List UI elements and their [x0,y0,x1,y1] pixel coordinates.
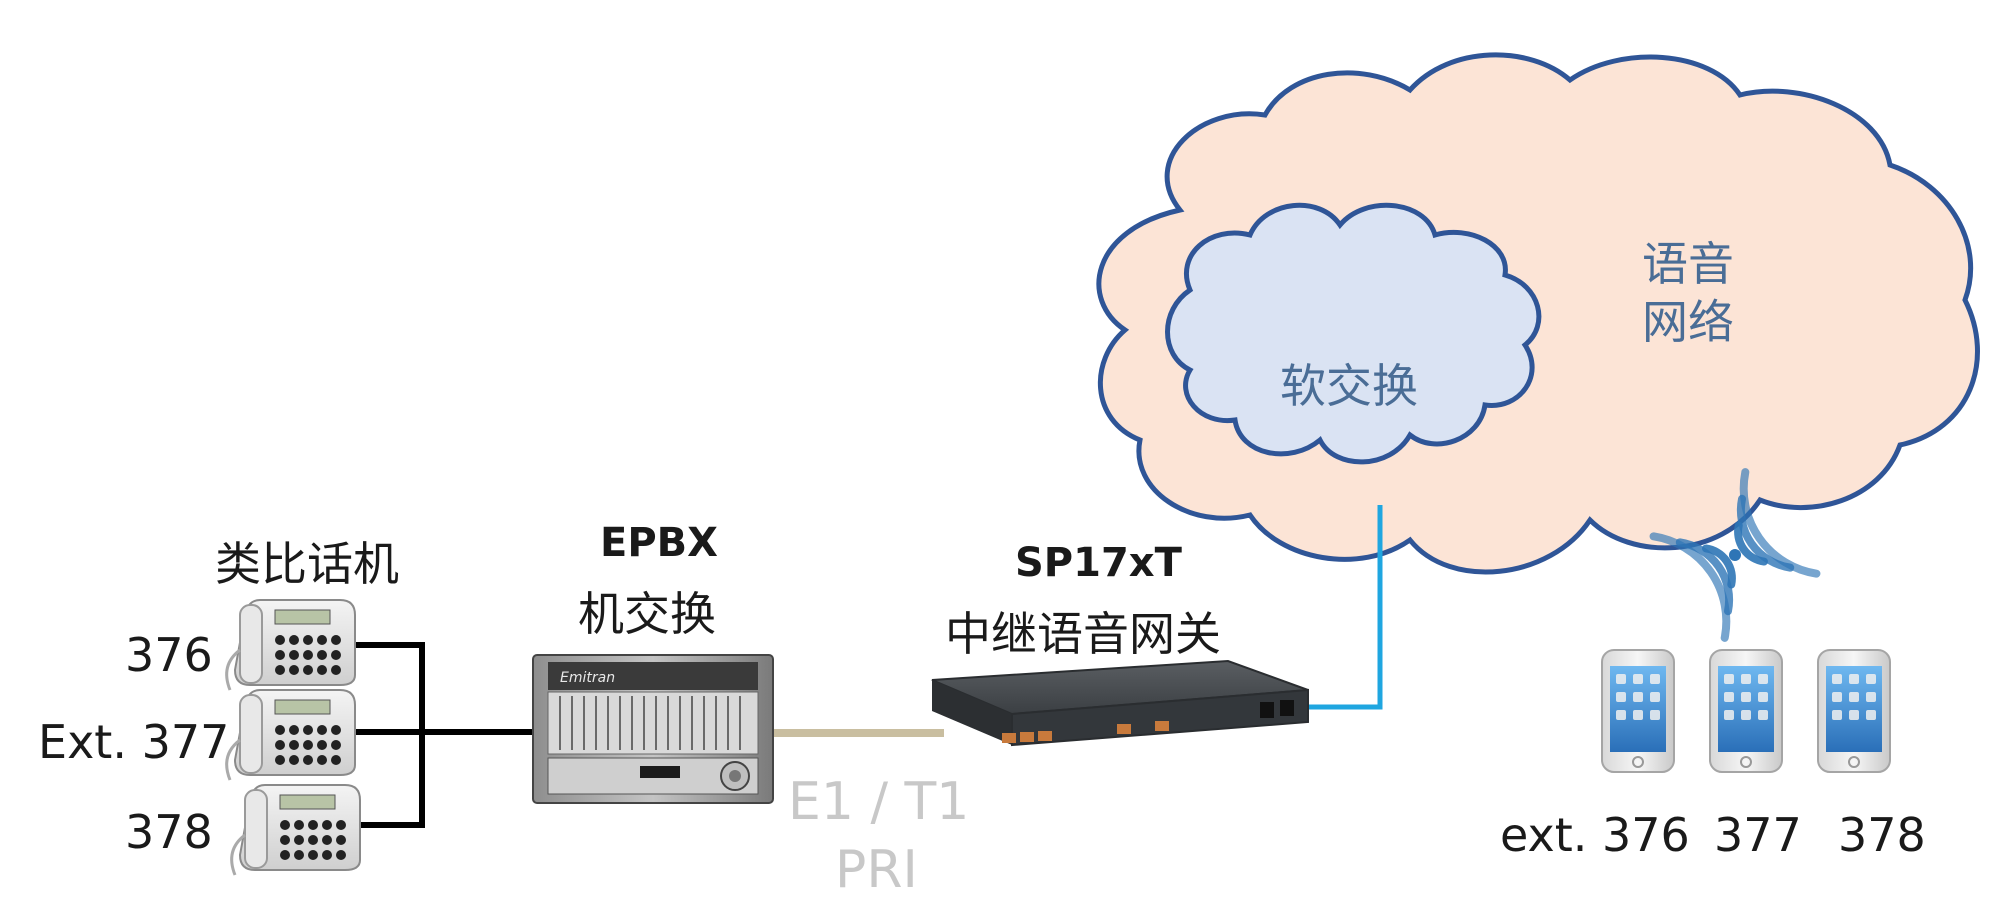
voice-network-label-line1: 语音 [1642,237,1734,291]
smartphone-icon [1709,649,1783,773]
epbx-title: EPBX [600,520,718,566]
mobile-extension-377-label: 377 [1714,808,1802,862]
pbx-cabinet-icon: Emitran [532,654,774,804]
extension-377-label: Ext. 377 [38,715,230,769]
phone-wiring [345,642,535,828]
softswitch-label: 软交换 [1280,359,1418,413]
extension-376-label: 376 [125,628,213,682]
mobile-phones [1601,649,1891,773]
gateway-model-label: SP17xT [1015,540,1182,586]
wifi-signal-icon [1649,468,1821,642]
connections [345,505,1383,828]
analog-phones [225,599,361,876]
extension-378-label: 378 [125,805,213,859]
smartphone-icon [1601,649,1675,773]
desk-phone-icon [225,689,356,781]
cloud-icon [1165,202,1542,465]
epbx-subtitle: 机交换 [578,587,716,641]
mobile-extension-376-label: ext. 376 [1500,808,1690,862]
analog-phones-label: 类比话机 [215,537,399,591]
trunk-protocol-label: PRI [835,840,918,900]
gateway-device-icon [931,659,1309,747]
desk-phone-icon [225,599,356,691]
mobile-extension-378-label: 378 [1838,808,1926,862]
trunk-type-label: E1 / T1 [788,772,970,832]
desk-phone-icon [230,784,361,876]
svg-text:Emitran: Emitran [560,670,615,686]
softswitch-cloud [1165,202,1542,465]
ip-link [1308,505,1383,710]
voice-network-label-line2: 网络 [1642,295,1734,349]
gateway-description: 中继语音网关 [945,607,1221,661]
smartphone-icon [1817,649,1891,773]
